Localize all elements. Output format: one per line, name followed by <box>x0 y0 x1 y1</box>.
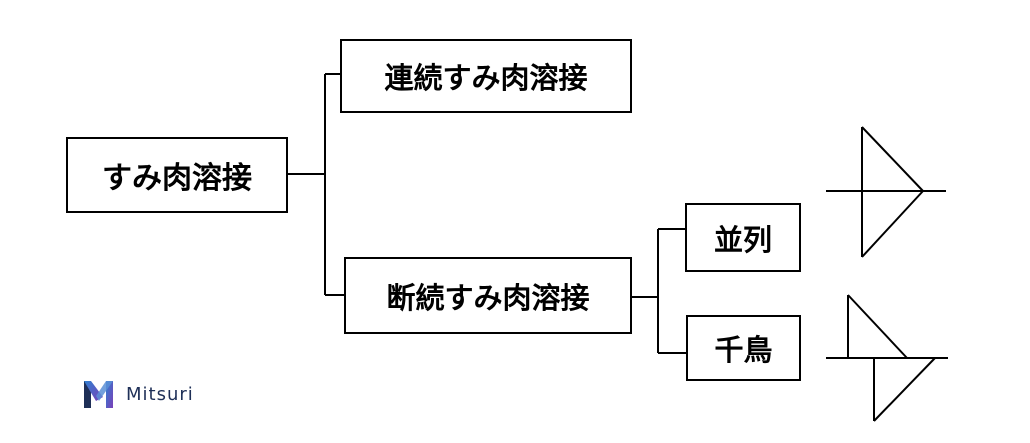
node-continuous-fillet-weld: 連続すみ肉溶接 <box>340 39 632 113</box>
staggered-upper-diagonal <box>847 294 908 359</box>
chain-intermittent-fillet-weld-symbol <box>826 126 946 258</box>
mitsuri-logo-text: Mitsuri <box>126 383 194 405</box>
node-intermittent-fillet-weld: 断続すみ肉溶接 <box>344 257 632 334</box>
chain-lower-diagonal <box>861 190 924 258</box>
connector-intermittent-children <box>632 228 686 354</box>
node-staggered: 千鳥 <box>686 315 801 381</box>
chain-upper-diagonal <box>861 126 924 192</box>
node-chain: 並列 <box>685 203 801 272</box>
staggered-lower-diagonal <box>873 357 936 422</box>
node-fillet-weld: すみ肉溶接 <box>66 137 288 213</box>
mitsuri-logo: Mitsuri <box>82 377 194 411</box>
mitsuri-logo-icon <box>84 381 113 408</box>
staggered-intermittent-fillet-weld-symbol <box>826 294 948 422</box>
connector-root <box>288 73 344 296</box>
